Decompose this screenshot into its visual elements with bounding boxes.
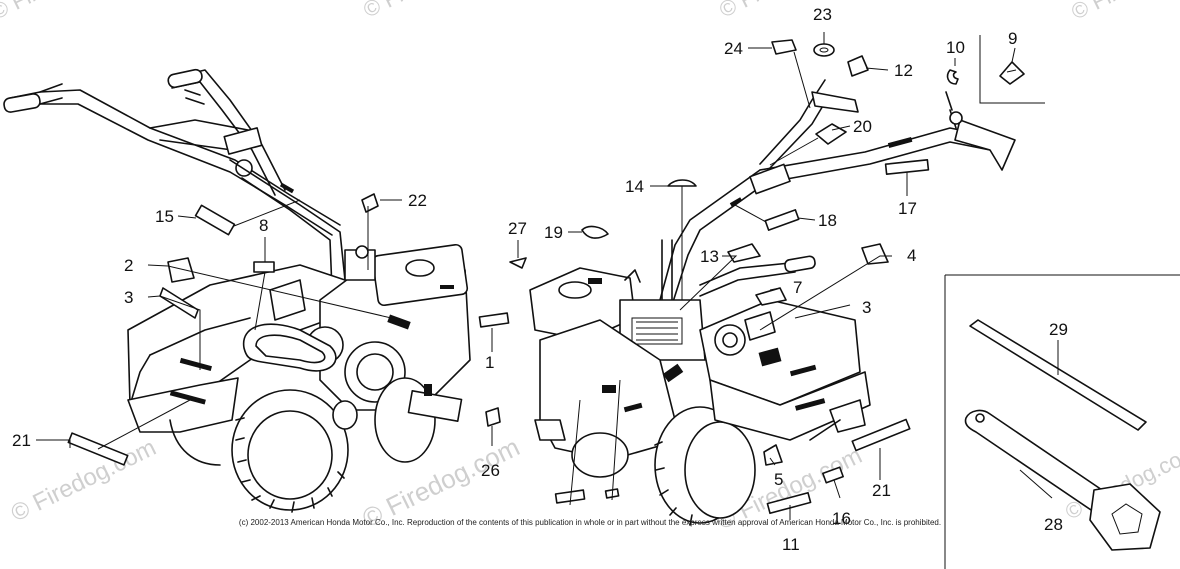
- watermark-top-mid2: © Firedog.com: [715, 0, 856, 22]
- callout-2: 2: [124, 256, 133, 275]
- callout-3-right: 3: [862, 298, 871, 317]
- decal-parts: [67, 39, 1161, 551]
- callout-5: 5: [774, 470, 783, 489]
- callout-28: 28: [1044, 515, 1063, 534]
- callout-21-right: 21: [872, 481, 891, 500]
- callout-7: 7: [793, 278, 802, 297]
- callout-10: 10: [946, 38, 965, 57]
- callout-16: 16: [832, 509, 851, 528]
- watermark-top-left: © Firedog.com: [0, 0, 128, 24]
- left-tiller-illustration: [3, 68, 471, 513]
- callout-12: 12: [894, 61, 913, 80]
- callout-17: 17: [898, 199, 917, 218]
- callout-26: 26: [481, 461, 500, 480]
- callout-4: 4: [907, 246, 916, 265]
- callout-13: 13: [700, 247, 719, 266]
- callout-11: 11: [782, 535, 800, 554]
- callout-8: 8: [259, 216, 268, 235]
- callout-21-left: 21: [12, 431, 31, 450]
- callout-24: 24: [724, 39, 743, 58]
- callout-19: 19: [544, 223, 563, 242]
- callout-1: 1: [485, 353, 494, 372]
- frame-lines: [944, 35, 1180, 569]
- callout-22: 22: [408, 191, 427, 210]
- callout-9: 9: [1008, 29, 1017, 48]
- callout-3-left: 3: [124, 288, 133, 307]
- callout-15: 15: [155, 207, 174, 226]
- copyright-notice: (c) 2002-2013 American Honda Motor Co., …: [238, 518, 942, 527]
- watermark-top-right: © Firedog.com: [1067, 0, 1180, 24]
- callout-20: 20: [853, 117, 872, 136]
- callout-numbers: 1 2 3 3 4 5 7 8 9 10 11 12 13 14 15 16 1…: [12, 5, 1068, 554]
- callout-14: 14: [625, 177, 644, 196]
- callout-18: 18: [818, 211, 837, 230]
- callout-27: 27: [508, 219, 527, 238]
- center-tiller-illustration: [529, 79, 1016, 526]
- watermark-top-mid: © Firedog.com: [359, 0, 500, 22]
- callout-29: 29: [1049, 320, 1068, 339]
- leader-lines: [36, 32, 1059, 520]
- callout-23: 23: [813, 5, 832, 24]
